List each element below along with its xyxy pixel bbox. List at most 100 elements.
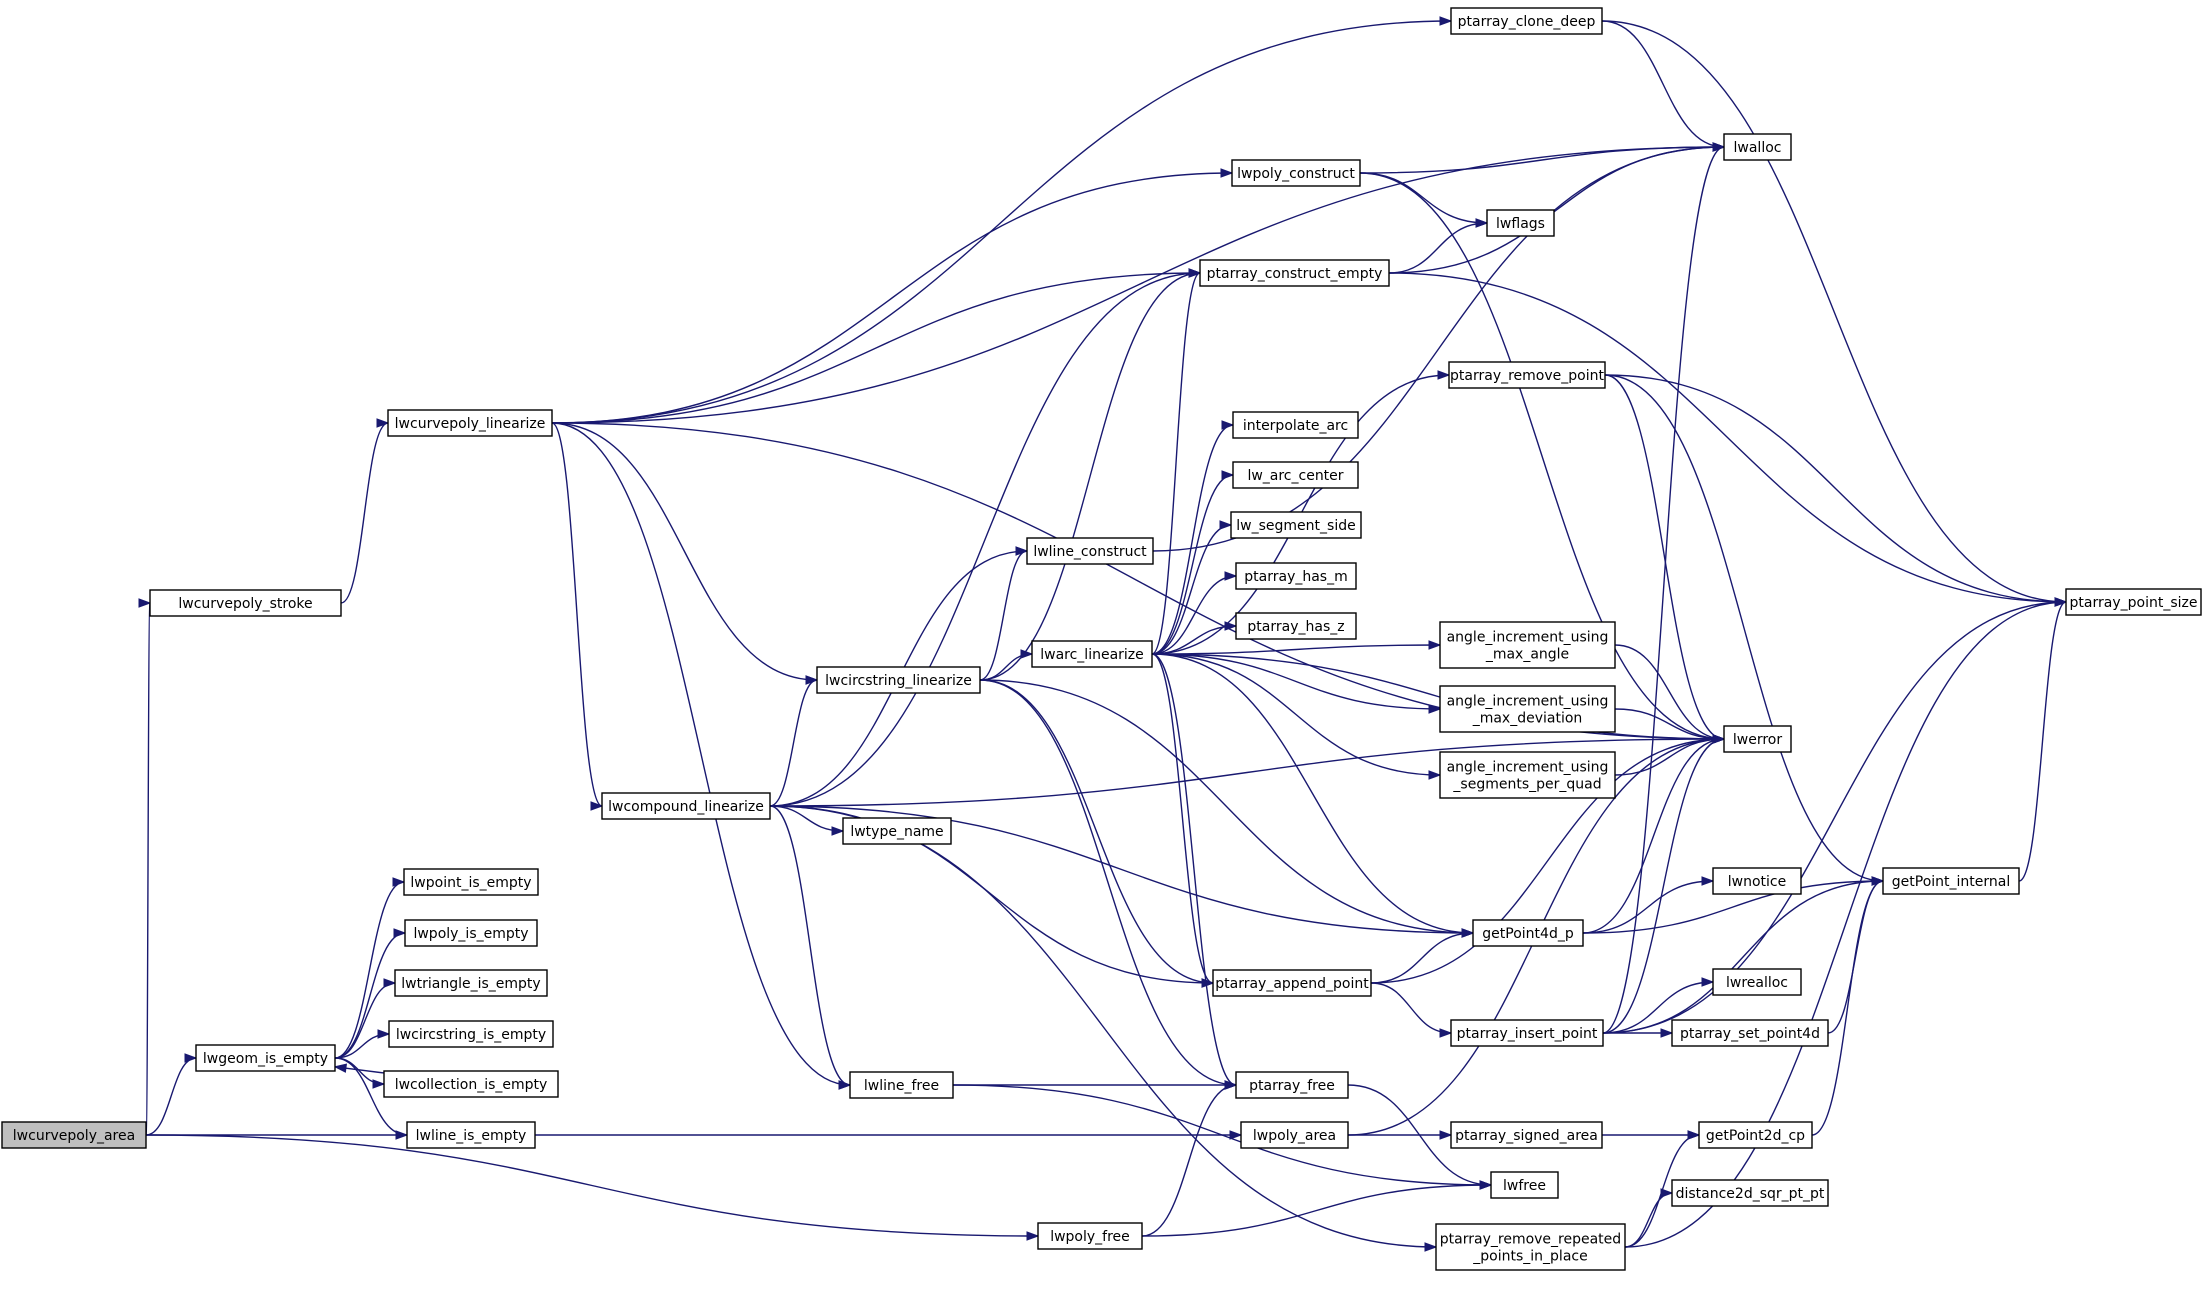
node-ptarray-point-size[interactable]: ptarray_point_size [2065,588,2202,616]
edge-line [1811,880,1884,1136]
node-lwpoly-free[interactable]: lwpoly_free [1037,1222,1143,1250]
edge-line [551,20,1452,424]
node-lwcompound-linearize[interactable]: lwcompound_linearize [601,792,771,820]
node-label: lwline_construct [1033,544,1147,560]
node-lwtype-name[interactable]: lwtype_name [842,817,952,845]
node-label: lwpoly_is_empty [413,926,528,942]
arrowhead [1224,571,1238,581]
node-lwgeom-is-empty[interactable]: lwgeom_is_empty [195,1044,336,1072]
node-distance2d-sqr-pt-pt[interactable]: distance2d_sqr_pt_pt [1671,1179,1829,1207]
arrowhead [805,675,819,685]
node-ptarray-has-m[interactable]: ptarray_has_m [1235,562,1357,590]
node-lwarc-linearize[interactable]: lwarc_linearize [1031,640,1153,668]
node-lwcurvepoly-stroke[interactable]: lwcurvepoly_stroke [149,589,342,617]
node-lw-segment-side[interactable]: lw_segment_side [1230,511,1362,539]
node-lwpoint-is-empty[interactable]: lwpoint_is_empty [403,868,539,896]
node-box [1439,621,1616,669]
node-ptarray-signed-area[interactable]: ptarray_signed_area [1450,1121,1603,1149]
edge-lwcurvepoly_linearize-to-ptarray_clone_deep [551,16,1453,424]
edge-line [1151,424,1234,655]
arrowhead [1428,640,1442,650]
node-label: lwtriangle_is_empty [401,976,540,992]
edge-ptarray_insert_point-to-getPoint_internal [1602,876,1885,1034]
arrowhead [1224,1080,1238,1090]
node-interpolate-arc[interactable]: interpolate_arc [1232,411,1359,439]
node-getPoint4d-p[interactable]: getPoint4d_p [1472,919,1584,947]
node-box [1472,919,1584,947]
edge-lwcompound_linearize-to-lwcircstring_linearize [769,675,819,807]
node-ptarray-clone-deep[interactable]: ptarray_clone_deep [1450,7,1603,35]
edge-line [1370,738,1725,984]
node-lwcircstring-is-empty[interactable]: lwcircstring_is_empty [388,1020,554,1048]
edge-ptarray_append_point-to-ptarray_insert_point [1370,982,1453,1038]
arrowhead [1026,1231,1040,1241]
edge-line [1151,653,1474,934]
node-label: lw_segment_side [1236,518,1355,534]
node-lwerror[interactable]: lwerror [1723,725,1792,753]
node-ptarray-append-point[interactable]: ptarray_append_point [1212,969,1372,997]
edge-lwpoly_area-to-ptarray_signed_area [1348,1130,1453,1140]
node-ptarray-free[interactable]: ptarray_free [1235,1071,1349,1099]
node-ptarray-insert-point[interactable]: ptarray_insert_point [1450,1019,1604,1047]
node-angle-increment-using-segments-per-quad[interactable]: angle_increment_using_segments_per_quad [1439,751,1616,799]
node-box [1232,411,1359,439]
node-ptarray-construct-empty[interactable]: ptarray_construct_empty [1199,259,1390,287]
node-box [1235,562,1357,590]
arrowhead [1201,978,1215,988]
node-lwrealloc[interactable]: lwrealloc [1712,968,1802,996]
node-label: lwpoly_free [1050,1229,1130,1245]
node-lwpoly-area[interactable]: lwpoly_area [1240,1121,1349,1149]
node-angle-increment-using-max-angle[interactable]: angle_increment_using_max_angle [1439,621,1616,669]
node-box [816,666,981,694]
node-lw-arc-center[interactable]: lw_arc_center [1232,461,1359,489]
node-lwflags[interactable]: lwflags [1486,209,1555,237]
node-angle-increment-using-max-deviation[interactable]: angle_increment_using_max_deviation [1439,685,1616,733]
node-ptarray-remove-repeated-points-in-place[interactable]: ptarray_remove_repeated_points_in_place [1435,1223,1626,1271]
arrowhead [1439,1130,1453,1140]
node-label: lwcurvepoly_linearize [395,416,546,432]
node-getPoint-internal[interactable]: getPoint_internal [1882,867,2020,895]
node-getPoint2d-cp[interactable]: getPoint2d_cp [1698,1121,1813,1149]
node-lwpoly-is-empty[interactable]: lwpoly_is_empty [404,919,538,947]
node-box [1450,7,1603,35]
node-label: lwtype_name [850,824,943,840]
node-box [1450,1121,1603,1149]
node-lwline-free[interactable]: lwline_free [849,1071,954,1099]
node-ptarray-remove-point[interactable]: ptarray_remove_point [1448,361,1606,389]
node-lwcurvepoly-area[interactable]: lwcurvepoly_area [1,1121,147,1149]
node-lwalloc[interactable]: lwalloc [1723,133,1792,161]
node-label: ptarray_insert_point [1457,1026,1598,1042]
node-lwcurvepoly-linearize[interactable]: lwcurvepoly_linearize [387,409,553,437]
arrowhead [1475,218,1489,228]
node-lwpoly-construct[interactable]: lwpoly_construct [1231,159,1361,187]
edge-ptarray_signed_area-to-getPoint2d_cp [1602,1130,1701,1140]
edge-ptarray_append_point-to-getPoint4d_p [1370,928,1475,984]
node-lwtriangle-is-empty[interactable]: lwtriangle_is_empty [394,969,548,997]
edge-line [769,805,1474,934]
edge-line [769,805,1437,1248]
arrowhead [2054,597,2068,607]
node-ptarray-set-point4d[interactable]: ptarray_set_point4d [1671,1019,1829,1047]
node-box [1435,1223,1626,1271]
edge-lwcollection_is_empty-to-lwgeom_is_empty [333,1063,385,1074]
node-ptarray-has-z[interactable]: ptarray_has_z [1235,612,1357,640]
node-label: ptarray_point_size [2070,595,2198,611]
node-lwnotice[interactable]: lwnotice [1712,867,1802,895]
node-lwline-construct[interactable]: lwline_construct [1026,537,1154,565]
edge-lwarc_linearize-to-angle_increment_using_max_angle [1151,640,1442,655]
edge-line [1388,222,1488,274]
edge-line [145,602,151,1136]
node-lwline-is-empty[interactable]: lwline_is_empty [406,1121,536,1149]
edge-line [1151,524,1232,655]
node-label: lwline_is_empty [416,1128,527,1144]
arrowhead [392,877,406,887]
arrowhead [1687,1130,1701,1140]
edge-angle_increment_using_segments_per_quad-to-lwerror [1614,734,1726,776]
node-lwfree[interactable]: lwfree [1490,1171,1559,1199]
edge-line [1602,601,2067,1034]
edge-line [979,550,1028,681]
edge-line [1141,1184,1492,1237]
node-lwcollection-is-empty[interactable]: lwcollection_is_empty [383,1070,559,1098]
node-box [1723,133,1792,161]
node-lwcircstring-linearize[interactable]: lwcircstring_linearize [816,666,981,694]
